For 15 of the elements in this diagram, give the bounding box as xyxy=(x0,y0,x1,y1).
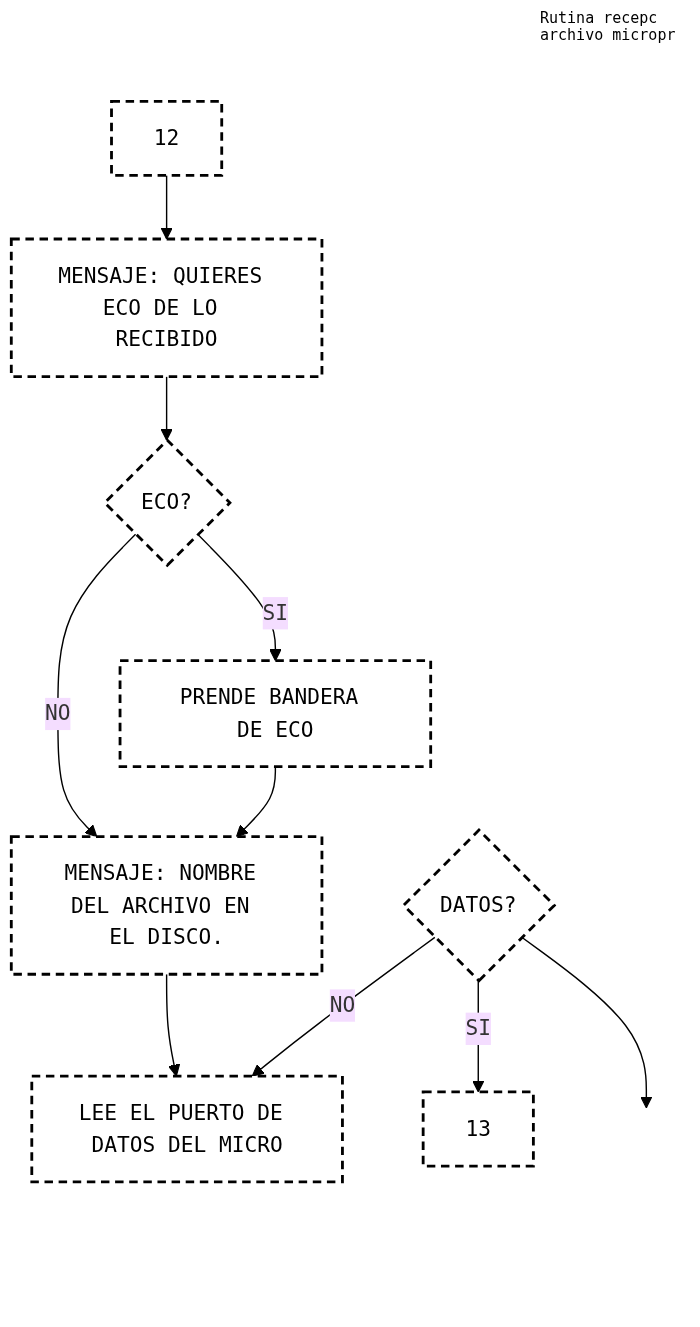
node-box: 13 xyxy=(421,1090,535,1168)
edge-label: SI xyxy=(262,599,289,626)
node-box: 12 xyxy=(110,99,224,177)
arrow xyxy=(251,936,436,1077)
node-diamond: ECO? xyxy=(102,438,232,568)
edge-label: NO xyxy=(45,700,71,726)
node-box: MENSAJE: QUIERES ECO DE LO RECIBIDO xyxy=(9,237,324,379)
node-diamond: DATOS? xyxy=(401,828,557,983)
arrow xyxy=(521,936,653,1109)
node-box: LEE EL PUERTO DE DATOS DEL MICRO xyxy=(30,1074,344,1184)
edge-label: SI xyxy=(465,1015,492,1041)
node-box: MENSAJE: NOMBRE DEL ARCHIVO EN EL DISCO. xyxy=(9,835,324,976)
edge-label: NO xyxy=(329,992,356,1018)
note-text: Rutina recepc archivo micropr xyxy=(540,10,677,43)
node-box: PRENDE BANDERA DE ECO xyxy=(118,659,433,768)
